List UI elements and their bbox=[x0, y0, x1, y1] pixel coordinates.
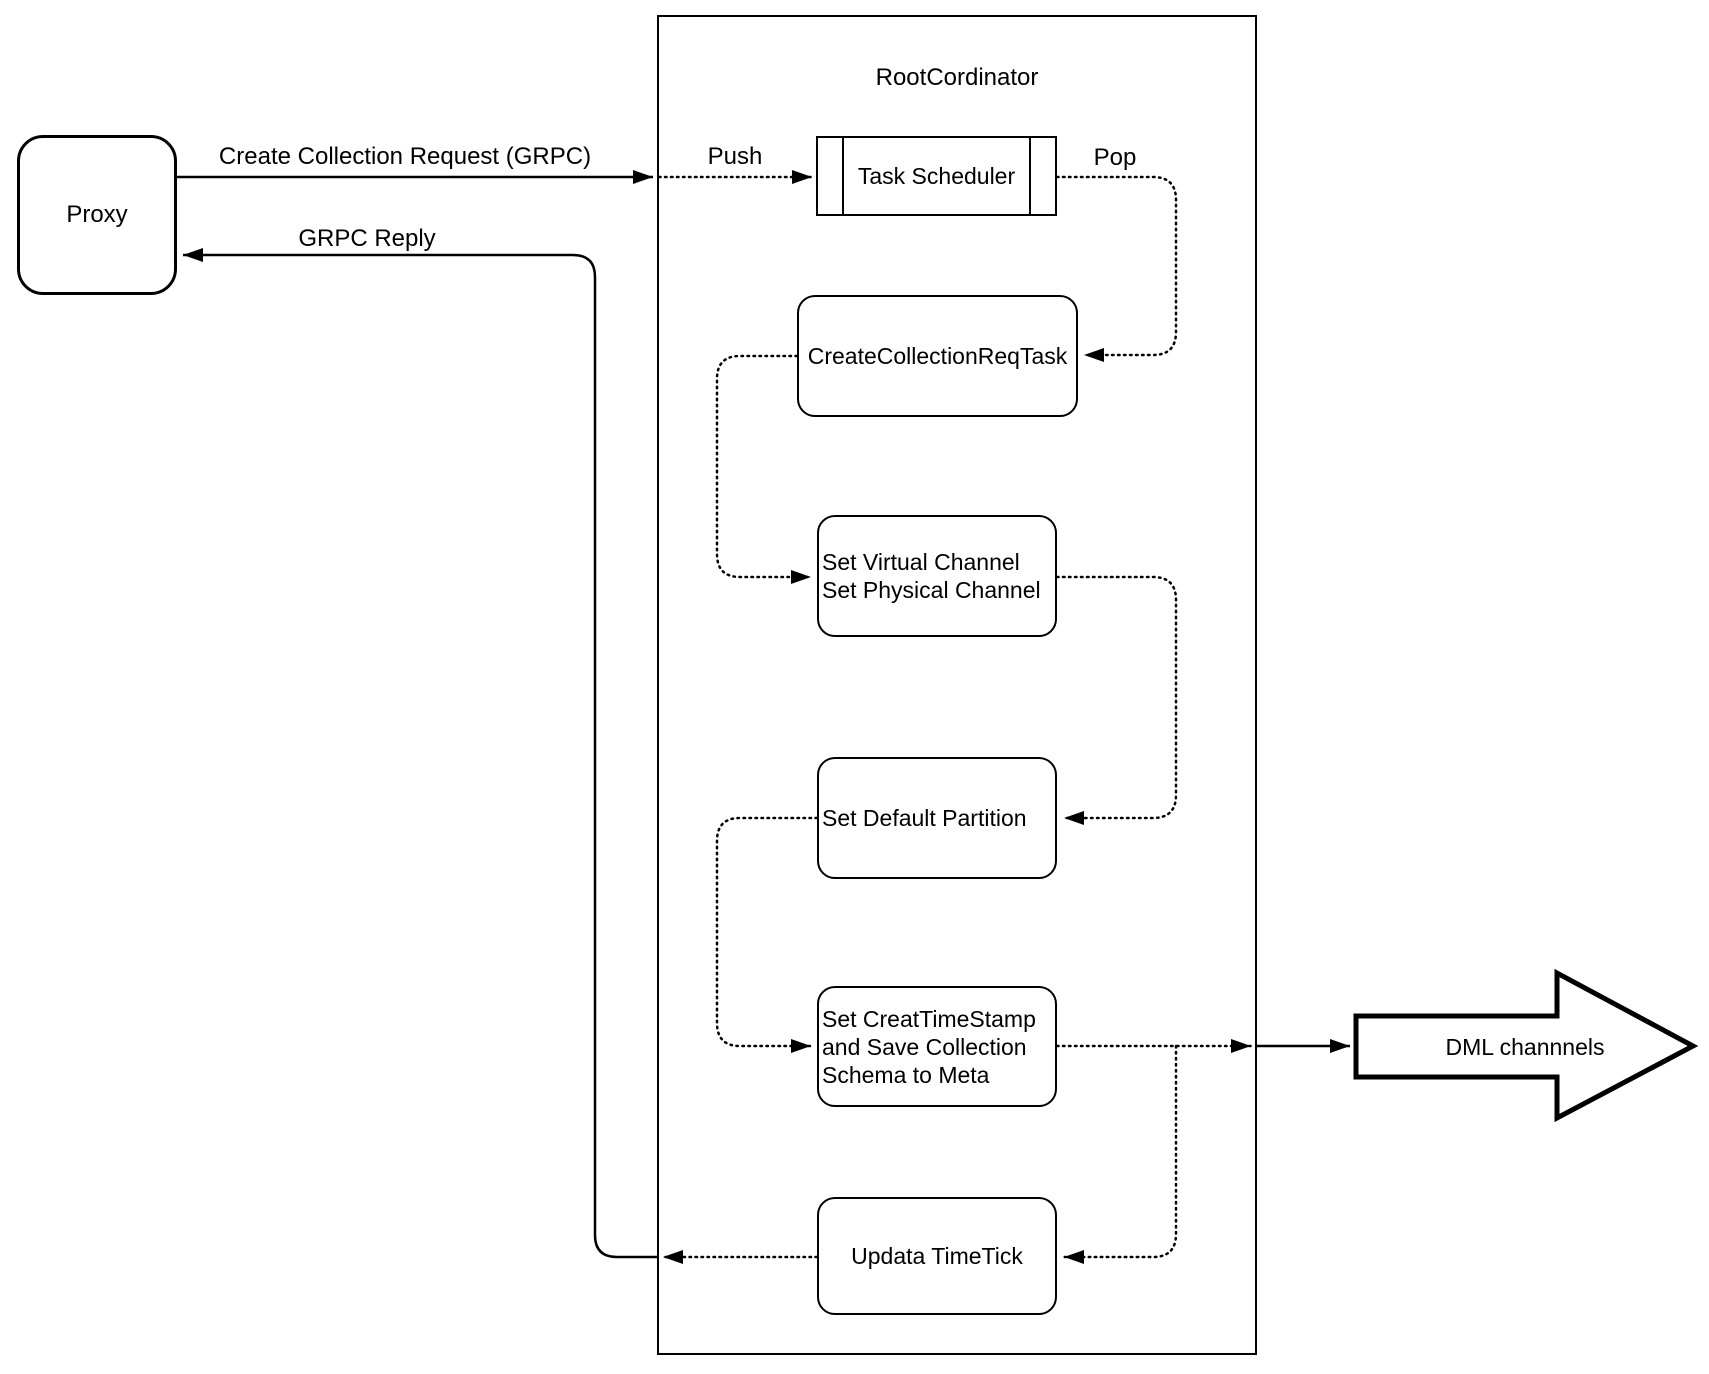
edge-default-partition-to-timestamp bbox=[715, 816, 819, 1053]
updata-timetick-node: Updata TimeTick bbox=[817, 1197, 1057, 1315]
root-coordinator-title: RootCordinator bbox=[875, 64, 1039, 91]
edge-timestamp-to-updata-timetick bbox=[1062, 1044, 1178, 1264]
root-coordinator-container bbox=[657, 15, 1257, 1355]
create-collection-req-task-label: CreateCollectionReqTask bbox=[807, 343, 1068, 369]
task-scheduler-label: Task Scheduler bbox=[857, 163, 1016, 189]
set-physical-channel-line: Set Physical Channel bbox=[822, 577, 1041, 603]
set-creat-timestamp-line3: Schema to Meta bbox=[822, 1061, 990, 1088]
task-scheduler-node: Task Scheduler bbox=[816, 136, 1057, 216]
proxy-node: Proxy bbox=[17, 135, 177, 295]
edge-reqtask-to-set-channels bbox=[715, 354, 813, 584]
set-creat-timestamp-line1: Set CreatTimeStamp bbox=[822, 1005, 1036, 1032]
grpc-reply-label: GRPC Reply bbox=[296, 225, 438, 253]
edge-set-channels-to-default-partition bbox=[1055, 575, 1178, 825]
queue-left-bar-icon bbox=[842, 138, 844, 214]
set-virtual-channel-line: Set Virtual Channel bbox=[822, 549, 1020, 575]
pop-label: Pop bbox=[1091, 144, 1139, 172]
dml-channels-label: DML channnels bbox=[1445, 1033, 1605, 1060]
edge-grpc-reply bbox=[183, 248, 657, 1259]
queue-right-bar-icon bbox=[1029, 138, 1031, 214]
set-creat-timestamp-node: Set CreatTimeStamp and Save Collection S… bbox=[817, 986, 1057, 1107]
updata-timetick-label: Updata TimeTick bbox=[851, 1243, 1023, 1269]
push-label: Push bbox=[705, 143, 765, 171]
dml-channels-arrow-shape bbox=[1353, 968, 1699, 1123]
create-collection-req-task-node: CreateCollectionReqTask bbox=[797, 295, 1078, 417]
set-default-partition-node: Set Default Partition bbox=[817, 757, 1057, 879]
set-channels-node: Set Virtual Channel Set Physical Channel bbox=[817, 515, 1057, 637]
edge-pop bbox=[1055, 175, 1178, 362]
create-collection-request-label: Create Collection Request (GRPC) bbox=[216, 143, 594, 171]
proxy-label: Proxy bbox=[66, 201, 128, 228]
set-creat-timestamp-line2: and Save Collection bbox=[822, 1033, 1027, 1060]
set-default-partition-label: Set Default Partition bbox=[822, 805, 1027, 831]
